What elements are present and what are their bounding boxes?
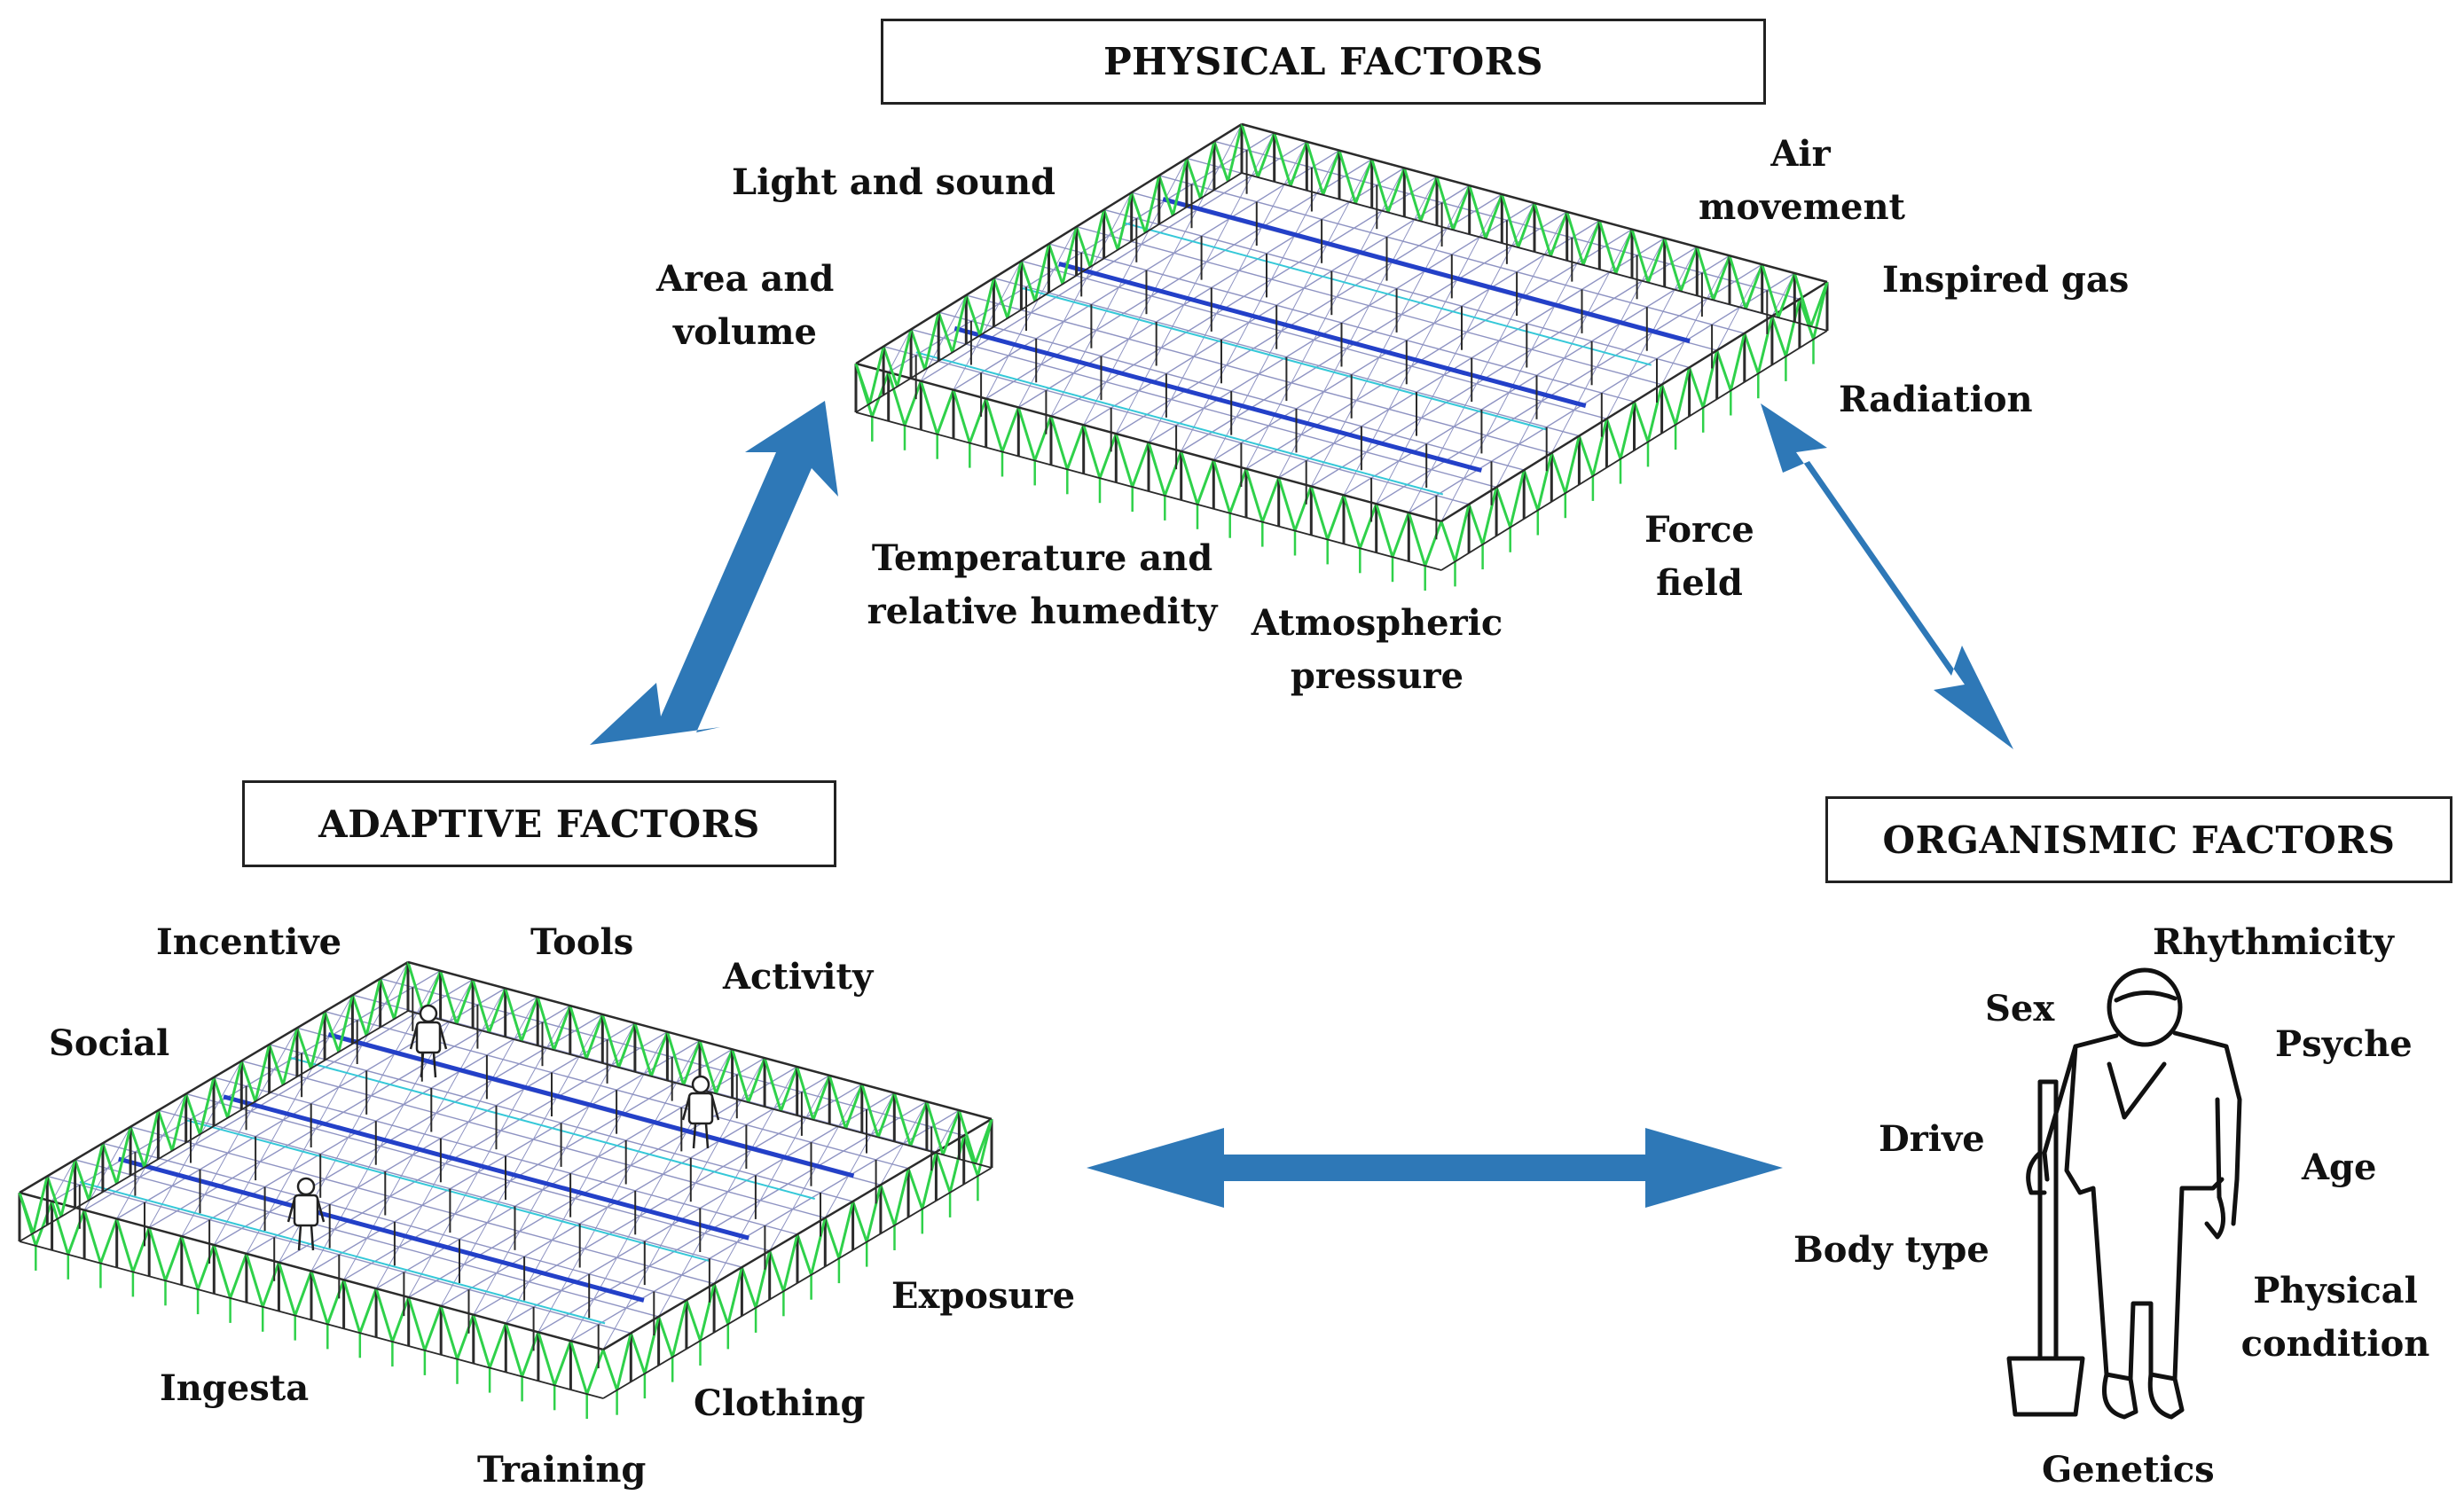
label-drive: Drive: [1879, 1118, 1985, 1160]
label-area-and-volume-line1: Area and: [656, 258, 835, 300]
greenhouse-structure-icon: [854, 122, 1829, 591]
label-rhythmicity: Rhythmicity: [2153, 921, 2394, 963]
label-physical-condition-line1: Physical: [2253, 1270, 2418, 1311]
label-body-type: Body type: [1793, 1229, 1989, 1271]
label-temperature-humidity: Temperature and relative humedity: [856, 532, 1228, 638]
label-air-movement-line1: Air: [1770, 133, 1831, 175]
label-area-and-volume: Area and volume: [656, 253, 834, 359]
label-force-field-line2: field: [1656, 562, 1743, 604]
label-exposure: Exposure: [891, 1275, 1076, 1317]
workers-icon: [286, 1004, 720, 1251]
label-sex: Sex: [1985, 988, 2055, 1029]
label-genetics: Genetics: [2042, 1449, 2215, 1491]
label-light-and-sound: Light and sound: [732, 161, 1055, 203]
adaptive-factors-title: ADAPTIVE FACTORS: [242, 780, 836, 867]
label-psyche: Psyche: [2275, 1023, 2413, 1065]
label-physical-condition: Physical condition: [2237, 1264, 2434, 1371]
label-social: Social: [49, 1022, 170, 1064]
label-force-field: Force field: [1611, 504, 1788, 610]
label-area-and-volume-line2: volume: [673, 311, 817, 353]
label-air-movement-line2: movement: [1699, 186, 1906, 228]
label-inspired-gas: Inspired gas: [1882, 259, 2130, 301]
label-temperature-line2: relative humedity: [867, 591, 1218, 632]
label-atmospheric-line2: pressure: [1290, 655, 1464, 697]
label-physical-condition-line2: condition: [2240, 1323, 2430, 1365]
greenhouse-structure-with-workers-icon: [18, 960, 993, 1420]
label-age: Age: [2302, 1147, 2377, 1188]
label-ingesta: Ingesta: [160, 1367, 310, 1409]
label-clothing: Clothing: [694, 1382, 866, 1424]
double-arrow-left-icon: [590, 401, 838, 745]
label-incentive: Incentive: [156, 921, 342, 963]
label-atmospheric-line1: Atmospheric: [1251, 602, 1503, 644]
farmer-with-shovel-icon: [2006, 967, 2242, 1420]
physical-factors-title: PHYSICAL FACTORS: [881, 19, 1766, 105]
label-force-field-line1: Force: [1644, 509, 1754, 551]
label-training: Training: [477, 1449, 647, 1491]
label-radiation: Radiation: [1839, 379, 2033, 420]
label-tools: Tools: [530, 921, 634, 963]
label-activity: Activity: [723, 956, 874, 998]
double-arrow-right-icon: [1761, 403, 2013, 749]
double-arrow-bottom-icon: [1087, 1128, 1783, 1208]
label-air-movement: Air movement: [1699, 128, 1906, 234]
label-temperature-line1: Temperature and: [871, 537, 1213, 579]
label-atmospheric-pressure: Atmospheric pressure: [1246, 597, 1508, 703]
organismic-factors-title: ORGANISMIC FACTORS: [1825, 796, 2452, 883]
